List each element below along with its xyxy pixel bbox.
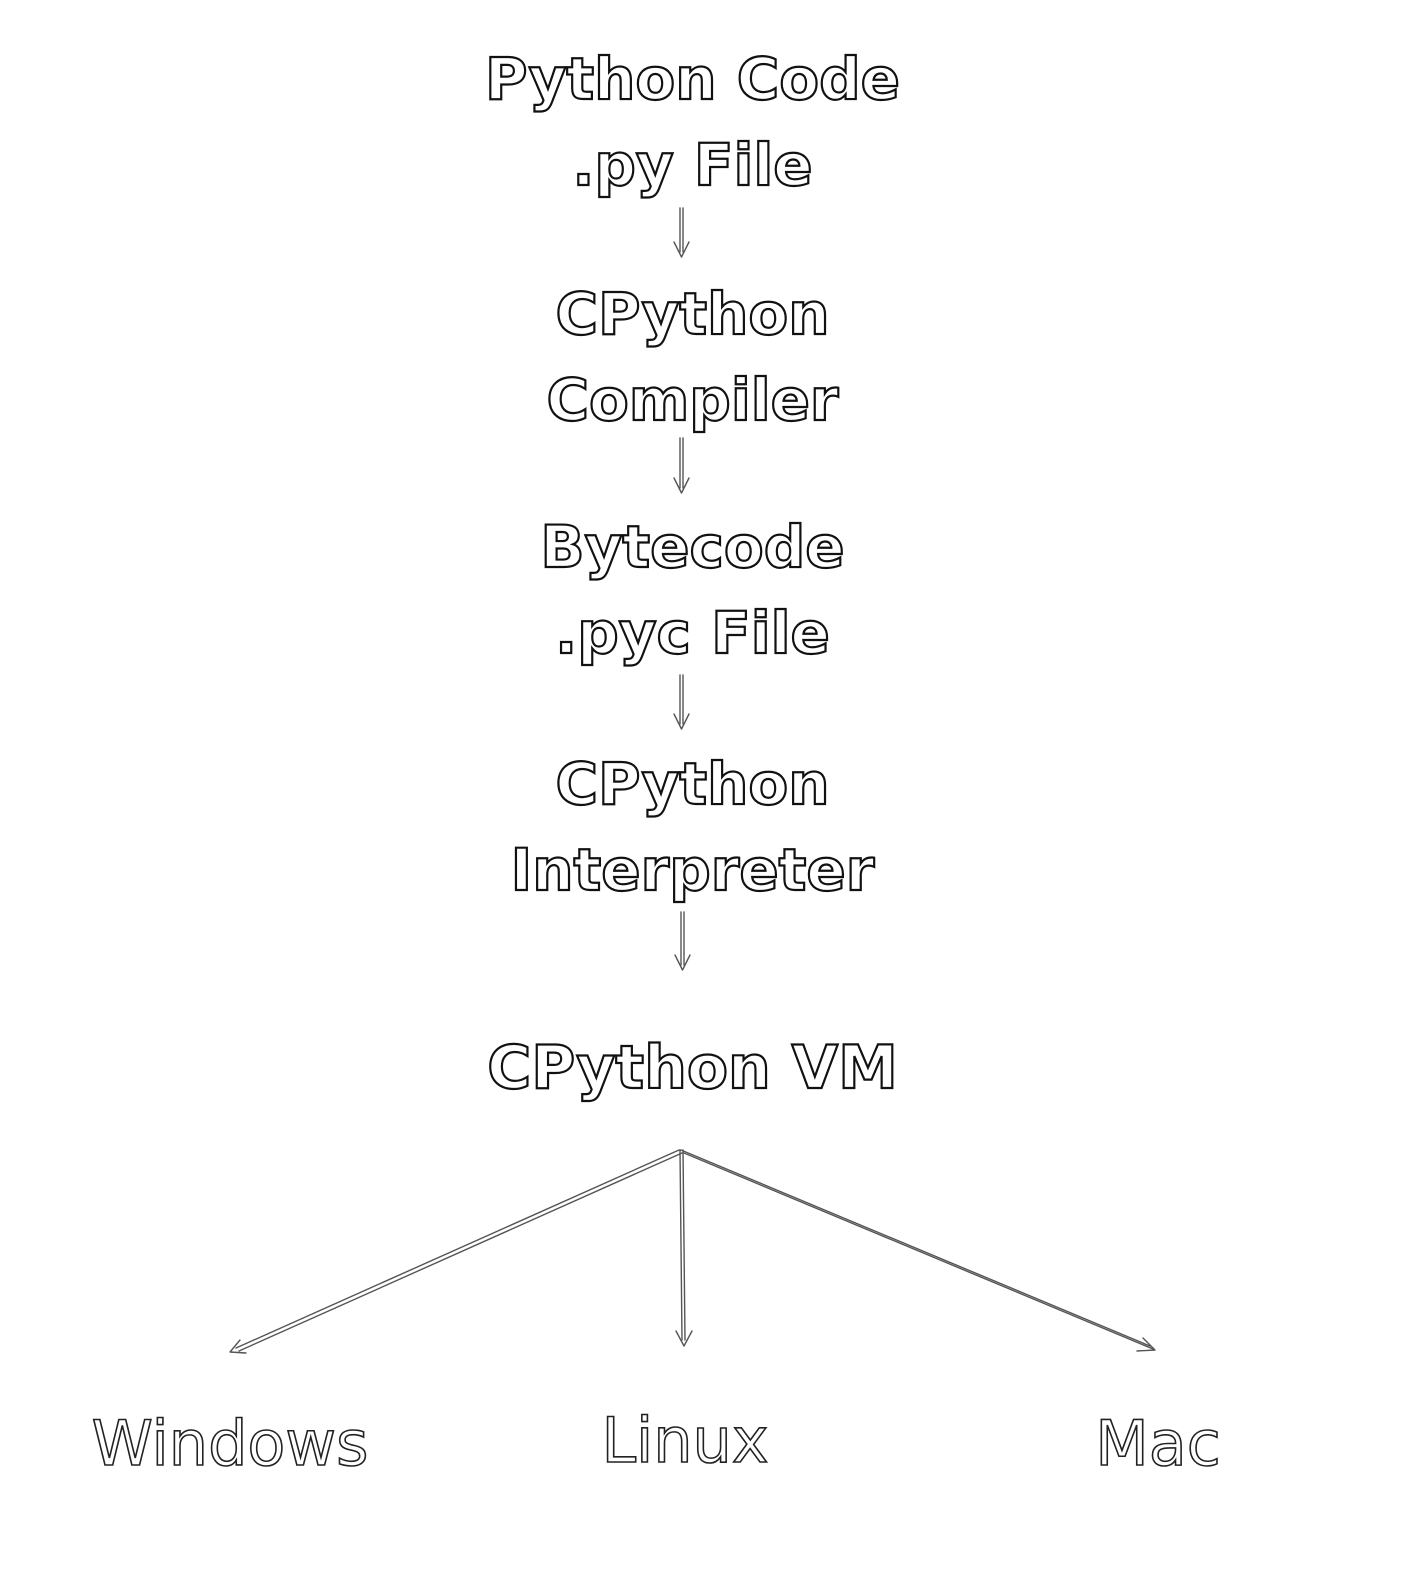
node-bytecode: Bytecode .pyc File: [0, 513, 1385, 667]
platform-linux: Linux: [601, 1404, 770, 1477]
node-python-code-title: Python Code: [484, 45, 901, 113]
arrow-to-windows-icon: [229, 1149, 683, 1354]
arrow-to-linux-icon: [675, 1149, 693, 1347]
node-cpython-vm-title: CPython VM: [486, 1033, 899, 1103]
node-cpython-interpreter: CPython Interpreter: [0, 750, 1385, 904]
platform-mac: Mac: [1094, 1407, 1221, 1480]
node-python-code-subtitle: .py File: [571, 131, 813, 199]
node-cpython-vm: CPython VM: [0, 1033, 1385, 1103]
arrow-to-mac-icon: [680, 1149, 1156, 1352]
platform-windows: Windows: [91, 1407, 369, 1480]
arrow-down-icon: [673, 674, 690, 730]
node-cpython-compiler-subtitle: Compiler: [545, 366, 839, 434]
arrow-down-icon: [673, 207, 690, 258]
node-cpython-compiler-title: CPython: [554, 280, 830, 348]
node-cpython-interpreter-subtitle: Interpreter: [510, 836, 876, 904]
node-cpython-interpreter-title: CPython: [554, 750, 830, 818]
node-bytecode-title: Bytecode: [539, 513, 845, 581]
arrow-down-icon: [674, 911, 691, 971]
node-bytecode-subtitle: .pyc File: [554, 599, 831, 667]
node-cpython-compiler: CPython Compiler: [0, 280, 1385, 434]
node-python-code: Python Code .py File: [0, 45, 1385, 199]
arrow-down-icon: [673, 437, 690, 494]
